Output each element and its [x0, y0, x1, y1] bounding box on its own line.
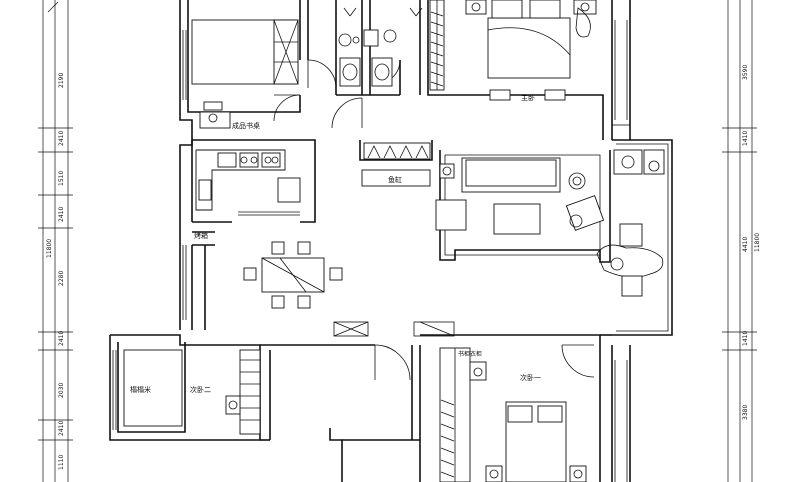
doors	[273, 59, 595, 381]
fish-tank-label: 鱼缸	[388, 175, 402, 184]
windows	[112, 20, 628, 482]
dim-left-4: 2410	[58, 207, 65, 222]
dim-right-5: 3380	[742, 405, 749, 420]
dim-right-3: 4410	[742, 237, 749, 252]
kitchen-fixtures	[195, 149, 301, 216]
dim-right-total: 11800	[754, 233, 761, 252]
dim-left-2: 2410	[58, 131, 65, 146]
walls	[109, 0, 673, 482]
right-dimension-texts: 3590 1410 11800 4410 1410 3380	[742, 65, 761, 420]
master-bedroom-label: 主卧	[521, 93, 535, 102]
left-dimension-texts: 2190 2410 1510 2410 11800 2280 2410 2030…	[46, 73, 65, 470]
dim-left-7: 2030	[58, 383, 65, 398]
right-dimension-lines	[722, 0, 757, 482]
closet-label: 书柜衣柜	[458, 350, 482, 358]
dim-right-4: 1410	[742, 331, 749, 346]
wardrobe-master	[429, 0, 445, 91]
fish-tank-cabinet	[361, 142, 431, 187]
tatami-label: 榻榻米	[130, 385, 151, 394]
dim-right-2: 1410	[742, 131, 749, 146]
dim-left-total: 11800	[46, 239, 53, 258]
dim-left-8: 2410	[58, 421, 65, 436]
bathroom-fixtures	[338, 7, 423, 87]
bedroom-one-label: 次卧一	[520, 373, 541, 382]
dim-left-5: 2280	[58, 271, 65, 286]
bedroom-one-furniture	[439, 347, 587, 482]
dim-left-1: 2190	[58, 73, 65, 88]
master-bed	[465, 0, 597, 101]
dining-set	[243, 241, 343, 309]
dim-right-1: 3590	[742, 65, 749, 80]
dim-left-3: 1510	[58, 171, 65, 186]
bedroom-two-furniture	[123, 349, 261, 435]
study-label: 成品书桌	[232, 121, 260, 130]
bedroom-two-label: 次卧二	[190, 385, 211, 394]
left-dimension-lines	[38, 0, 73, 482]
bbq-cabinet-label: 烤箱	[194, 231, 208, 240]
study-furniture	[191, 19, 299, 129]
living-room-furniture	[435, 149, 665, 297]
dim-left-9: 1110	[58, 455, 65, 470]
dim-left-6: 2410	[58, 331, 65, 346]
